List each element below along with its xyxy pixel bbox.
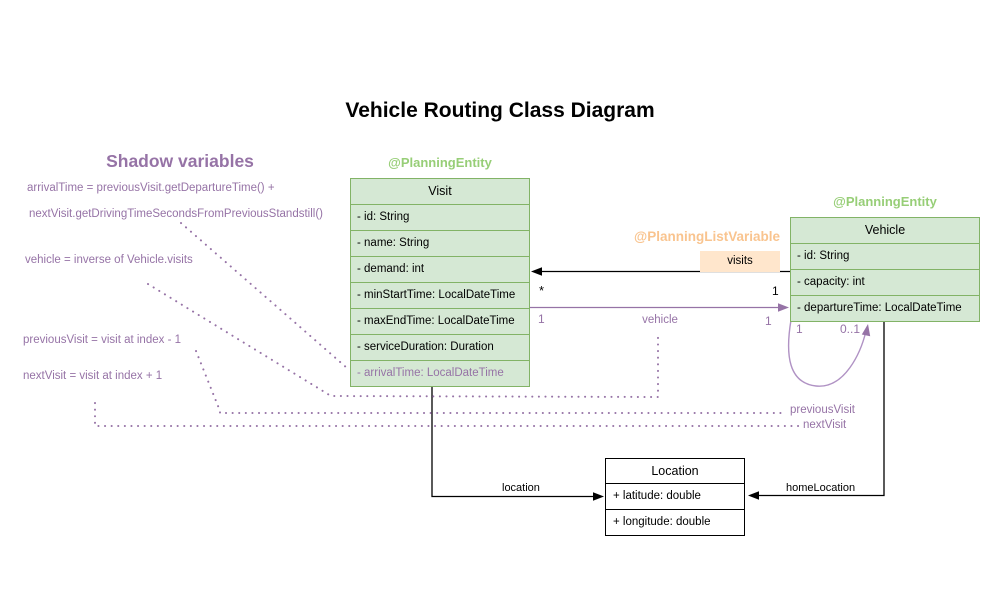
vehicle-attr-id: - id: String (791, 243, 979, 269)
vehicle-association-label[interactable]: vehicle (642, 314, 678, 326)
annotation-next-visit-rule[interactable]: nextVisit = visit at index + 1 (23, 370, 163, 382)
visits-multiplicity-visit-end: * (539, 283, 545, 298)
annotation-arrival-time-line1[interactable]: arrivalTime = previousVisit.getDeparture… (27, 182, 275, 194)
location-class-box[interactable]: Location + latitude: double + longitude:… (605, 458, 745, 536)
annotation-arrival-time-line2[interactable]: nextVisit.getDrivingTimeSecondsFromPrevi… (29, 208, 323, 220)
visit-attr-service-duration: - serviceDuration: Duration (351, 334, 529, 360)
visit-attr-arrival-time-shadow: - arrivalTime: LocalDateTime (351, 360, 529, 386)
previous-visit-label[interactable]: previousVisit (790, 404, 855, 416)
shadow-variables-heading: Shadow variables (106, 151, 254, 171)
diagram-title: Vehicle Routing Class Diagram (345, 99, 655, 122)
visit-attr-name: - name: String (351, 230, 529, 256)
visit-attr-max-end-time: - maxEndTime: LocalDateTime (351, 308, 529, 334)
location-attr-latitude: + latitude: double (606, 483, 744, 509)
home-location-association-label[interactable]: homeLocation (786, 482, 856, 494)
vehicle-attr-departure-time: - departureTime: LocalDateTime (791, 295, 979, 321)
planning-list-variable-stereotype: @PlanningListVariable (634, 229, 780, 244)
vehicle-association (530, 303, 789, 312)
annotation-vehicle-rule[interactable]: vehicle = inverse of Vehicle.visits (25, 254, 193, 266)
vehicle-multiplicity-right: 1 (765, 314, 772, 328)
loop-multiplicity-left: 1 (796, 322, 803, 336)
vehicle-multiplicity-left: 1 (538, 312, 545, 326)
visit-attr-demand: - demand: int (351, 256, 529, 282)
vehicle-class-box[interactable]: Vehicle - id: String - capacity: int - d… (790, 217, 980, 322)
visit-class-box[interactable]: Visit - id: String - name: String - dema… (350, 178, 530, 387)
vehicle-attr-capacity: - capacity: int (791, 269, 979, 295)
annotation-previous-visit-rule[interactable]: previousVisit = visit at index - 1 (23, 334, 181, 346)
location-class-name: Location (651, 464, 699, 478)
vehicle-stereotype: @PlanningEntity (833, 194, 937, 209)
loop-multiplicity-right: 0..1 (840, 322, 861, 336)
visits-label-badge[interactable]: visits (700, 251, 780, 272)
location-attr-longitude: + longitude: double (606, 509, 744, 535)
visit-stereotype: @PlanningEntity (388, 155, 492, 170)
next-visit-label[interactable]: nextVisit (803, 419, 847, 431)
next-visit-dotted-link (94, 402, 800, 427)
vehicle-class-name: Vehicle (864, 223, 906, 237)
arrival-time-dotted-link (180, 222, 348, 369)
visit-attr-min-start-time: - minStartTime: LocalDateTime (351, 282, 529, 308)
location-association-label[interactable]: location (502, 482, 540, 494)
visit-class-name: Visit (428, 184, 452, 198)
visit-attr-id: - id: String (351, 204, 529, 230)
visits-multiplicity-vehicle-end: 1 (772, 284, 779, 298)
